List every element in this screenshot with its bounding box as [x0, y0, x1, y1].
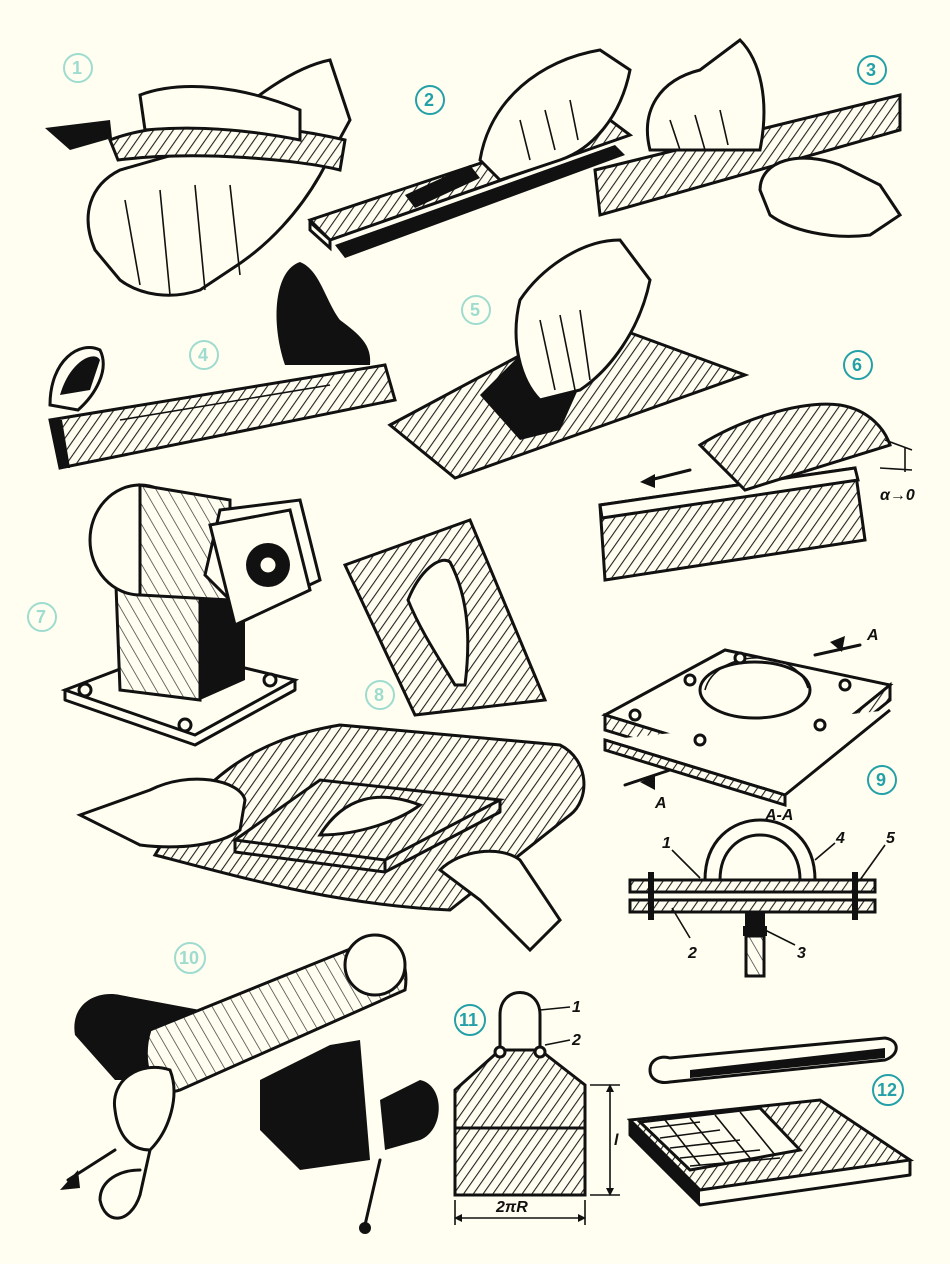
figure-8-forming [76, 723, 586, 953]
figure-number-9: 9 [867, 765, 897, 795]
figure-9-mold: A A A-A [601, 627, 894, 824]
fig11-height-label: l [614, 1132, 619, 1149]
svg-text:1: 1 [72, 58, 82, 78]
svg-text:5: 5 [470, 300, 480, 320]
svg-text:4: 4 [198, 345, 208, 365]
figure-4 [48, 262, 397, 470]
figure-12 [626, 1036, 915, 1207]
svg-text:9: 9 [876, 770, 886, 790]
svg-text:8: 8 [374, 685, 384, 705]
fig9-part-2: 2 [687, 945, 697, 962]
figure-number-3: 3 [857, 55, 887, 85]
figure-number-10: 10 [174, 942, 206, 974]
figure-number-6: 6 [843, 350, 873, 380]
figure-2 [307, 48, 634, 258]
fig11-part-1: 1 [572, 999, 581, 1016]
figure-11: 1 2 l 2πR [453, 991, 620, 1225]
figure-8 [342, 518, 548, 717]
figure-5 [387, 238, 750, 480]
svg-text:6: 6 [852, 355, 862, 375]
fig9-section-arrow-top: A [866, 627, 879, 644]
figure-number-5: 5 [461, 295, 491, 325]
figure-number-8: 8 [365, 680, 395, 710]
fig11-part-2: 2 [571, 1032, 581, 1049]
svg-text:7: 7 [36, 607, 46, 627]
fig9-section-arrow-bottom: A [654, 795, 667, 812]
fig9-part-1: 1 [662, 835, 671, 852]
figure-3 [593, 38, 903, 238]
fig9-part-3: 3 [797, 945, 806, 962]
svg-text:12: 12 [877, 1080, 897, 1100]
figure-number-7: 7 [27, 602, 57, 632]
fig9-part-4: 4 [835, 830, 845, 847]
fig9-part-5: 5 [886, 830, 896, 847]
figure-number-2: 2 [415, 85, 445, 115]
figure-number-4: 4 [189, 340, 219, 370]
figure-10 [60, 933, 439, 1234]
figure-7 [60, 483, 322, 747]
svg-text:11: 11 [459, 1010, 478, 1030]
figure-6: α→0 [598, 402, 915, 582]
figure-number-11: 11 [454, 1004, 486, 1036]
svg-text:3: 3 [866, 60, 876, 80]
figure-numbers: 1 2 3 4 5 6 7 8 [27, 53, 904, 1106]
fig6-angle-label: α→0 [880, 487, 915, 504]
svg-text:2: 2 [424, 90, 434, 110]
figure-number-12: 12 [872, 1074, 904, 1106]
figure-1 [45, 58, 352, 297]
figure-number-1: 1 [63, 53, 93, 83]
fig11-width-label: 2πR [495, 1199, 528, 1216]
svg-text:10: 10 [179, 948, 199, 968]
figure-9-section: 1 2 3 4 5 [628, 818, 896, 978]
